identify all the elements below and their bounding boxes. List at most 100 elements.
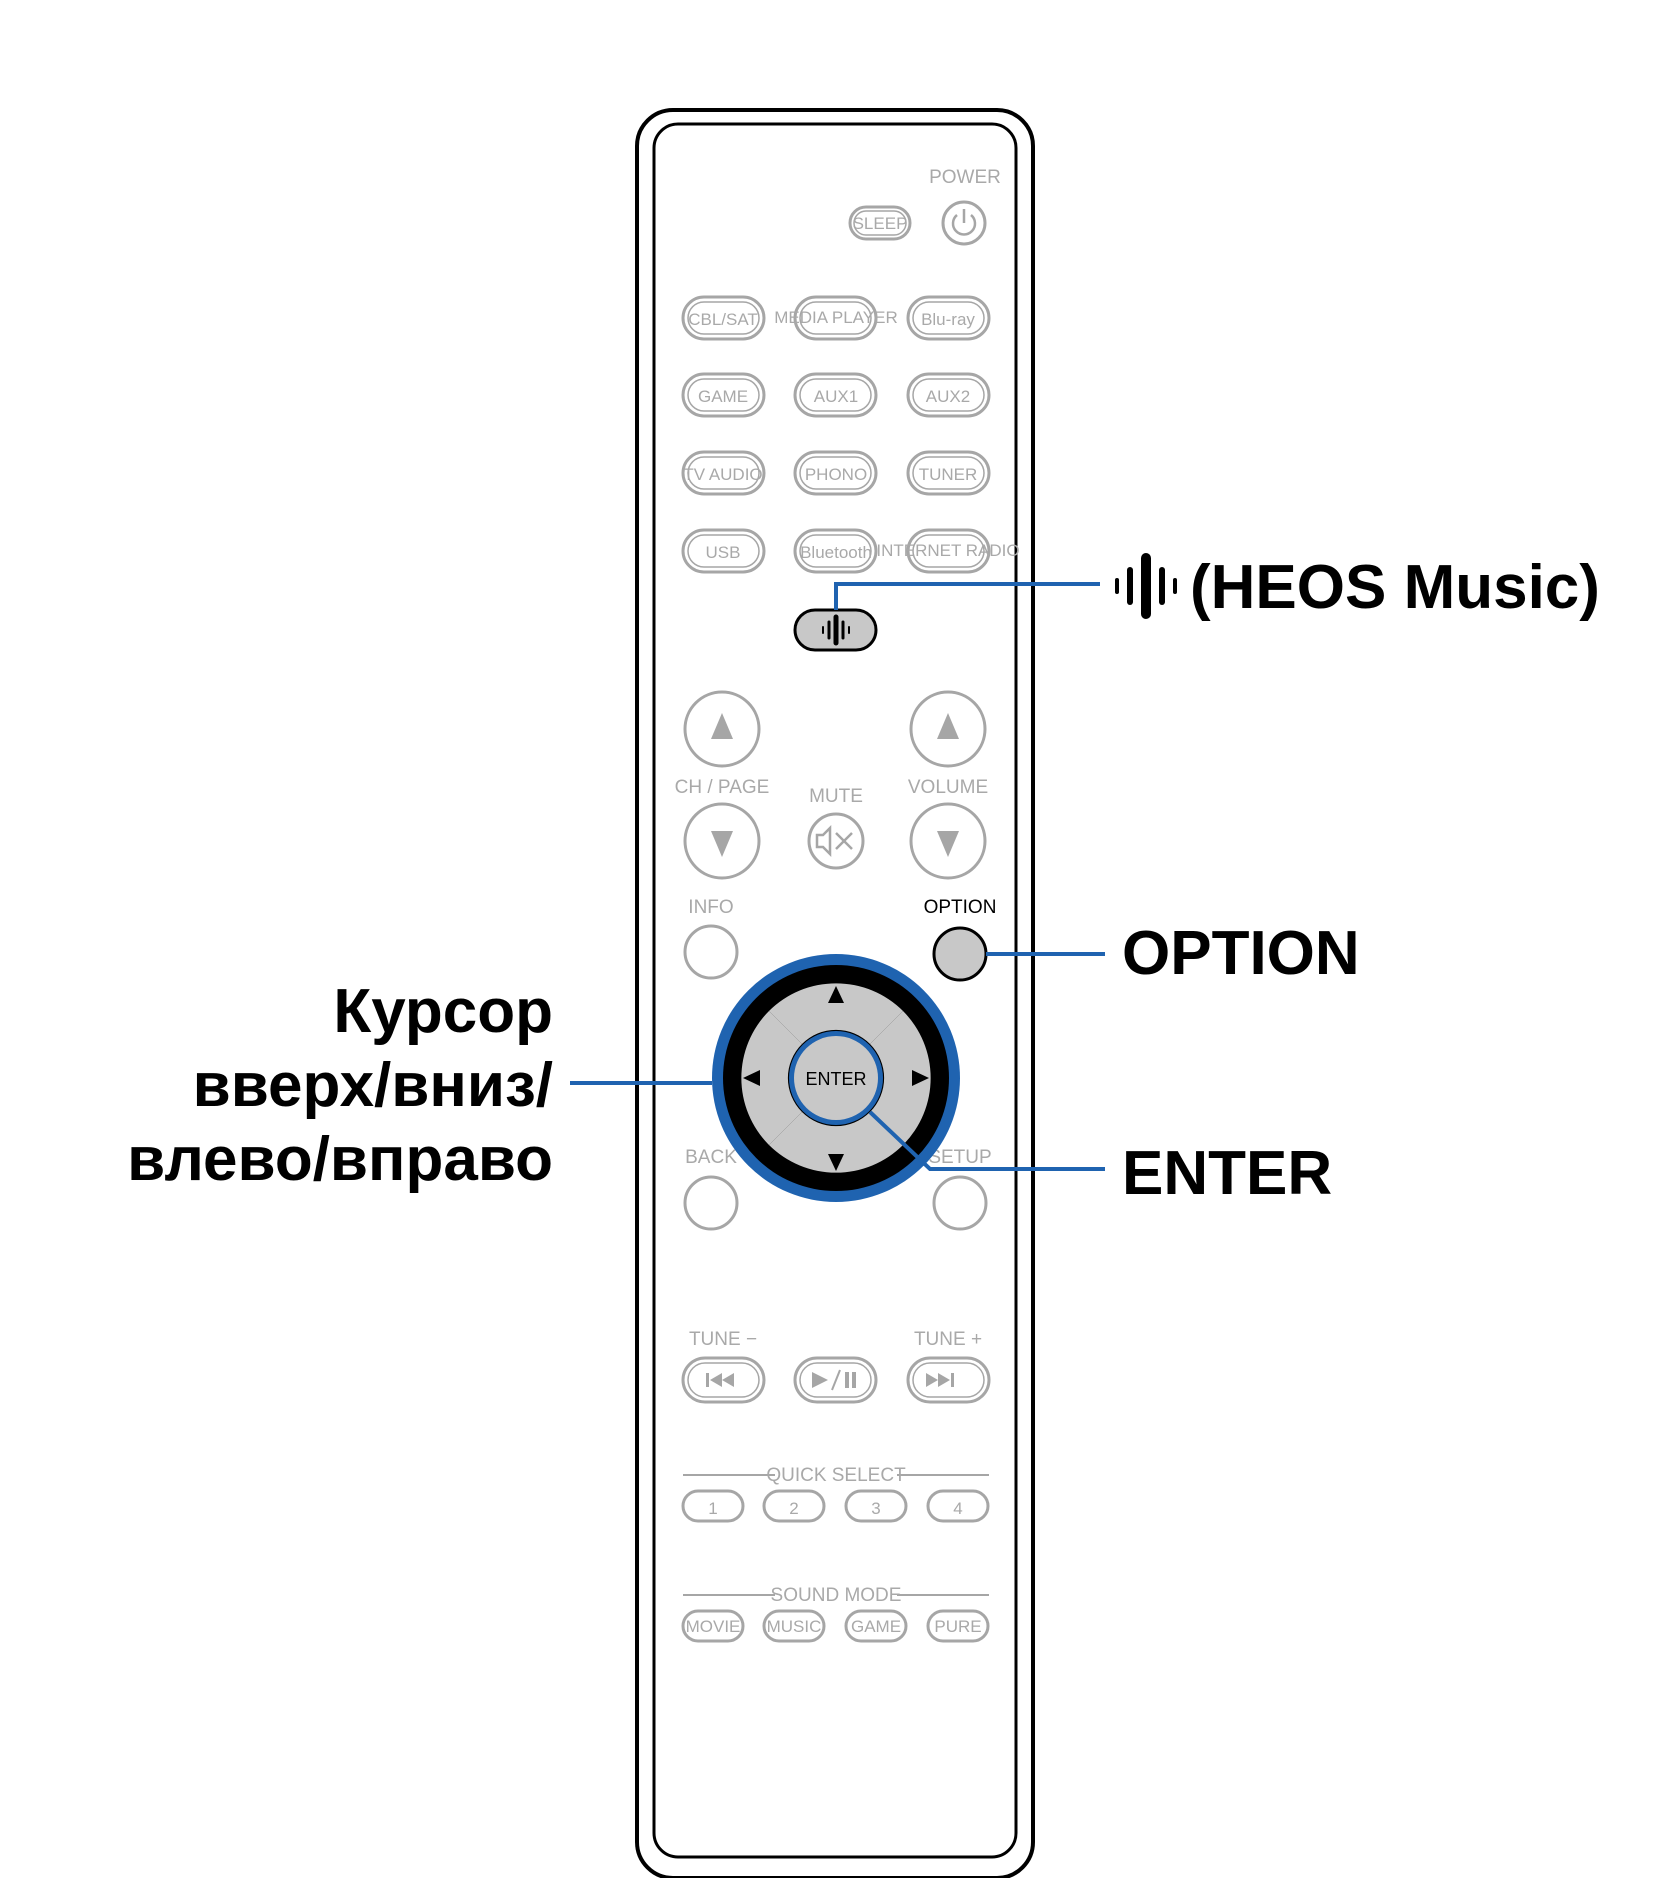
source-button-label: MEDIA PLAYER xyxy=(774,308,897,327)
cursor-up-button[interactable] xyxy=(769,983,903,1044)
volume-down-button[interactable] xyxy=(909,802,987,880)
heos-icon xyxy=(822,614,850,646)
option-callout-label: OPTION xyxy=(1122,919,1360,988)
heos-callout-label: (HEOS Music) xyxy=(1190,553,1600,622)
enter-button-label: ENTER xyxy=(805,1069,866,1089)
source-button-blu-ray[interactable]: Blu-ray xyxy=(906,295,991,341)
cursor-up-icon xyxy=(828,986,844,1003)
quick-select-button-label: 4 xyxy=(953,1499,962,1518)
quick-select-button-1[interactable]: 1 xyxy=(681,1489,745,1523)
back-label: BACK xyxy=(685,1147,737,1168)
source-button-tv-audio[interactable]: TV AUDIO xyxy=(681,450,766,496)
skip-forward-icon xyxy=(926,1373,954,1387)
quick-select-button-2[interactable]: 2 xyxy=(762,1489,826,1523)
setup-button[interactable] xyxy=(932,1175,988,1231)
mute-button[interactable] xyxy=(807,812,865,870)
source-button-label: GAME xyxy=(698,387,748,406)
cursor-right-button[interactable] xyxy=(870,1011,931,1145)
quick-select-label: QUICK SELECT xyxy=(766,1465,906,1486)
cursor-callout-line3: влево/вправо xyxy=(127,1125,553,1194)
triangle-up-icon xyxy=(711,713,733,739)
sleep-button[interactable]: SLEEP xyxy=(848,205,912,241)
sleep-button-label: SLEEP xyxy=(853,214,908,233)
source-button-label: TUNER xyxy=(919,465,978,484)
quick-select-button-3[interactable]: 3 xyxy=(844,1489,908,1523)
volume-up-button[interactable] xyxy=(909,690,987,768)
sound-mode-button-label: MUSIC xyxy=(767,1617,822,1636)
source-button-phono[interactable]: PHONO xyxy=(793,450,878,496)
sound-mode-button-movie[interactable]: MOVIE xyxy=(681,1609,745,1643)
source-button-media-player[interactable]: MEDIA PLAYER xyxy=(774,295,898,341)
power-label: POWER xyxy=(929,167,1001,188)
source-button-game[interactable]: GAME xyxy=(681,372,766,418)
source-button-label: AUX1 xyxy=(814,387,858,406)
tune-minus-label: TUNE − xyxy=(689,1329,757,1350)
info-label: INFO xyxy=(688,897,733,918)
triangle-down-icon xyxy=(937,831,959,857)
play-pause-icon xyxy=(812,1369,856,1391)
source-buttons: CBL/SAT MEDIA PLAYER Blu-ray GAME AUX1 A… xyxy=(681,295,1020,574)
info-button[interactable] xyxy=(683,924,739,980)
source-button-label: INTERNET RADIO xyxy=(876,541,1019,560)
heos-button[interactable] xyxy=(793,608,878,652)
quick-select-button-label: 2 xyxy=(789,1499,798,1518)
source-button-aux1[interactable]: AUX1 xyxy=(793,372,878,418)
heos-leader-line xyxy=(834,582,1100,610)
sound-mode-button-game[interactable]: GAME xyxy=(844,1609,908,1643)
mute-label: MUTE xyxy=(809,786,863,807)
sound-mode-button-label: PURE xyxy=(934,1617,981,1636)
cursor-pad: ENTER xyxy=(712,954,960,1202)
power-button[interactable] xyxy=(941,200,987,246)
skip-back-icon xyxy=(706,1373,734,1387)
ch-page-up-button[interactable] xyxy=(683,690,761,768)
cursor-down-button[interactable] xyxy=(769,1112,903,1173)
sound-mode-button-pure[interactable]: PURE xyxy=(926,1609,990,1643)
source-button-label: PHONO xyxy=(805,465,867,484)
play-pause-button[interactable] xyxy=(793,1356,878,1404)
remote-body-inner xyxy=(652,122,1018,1859)
back-button[interactable] xyxy=(683,1175,739,1231)
source-button-label: AUX2 xyxy=(926,387,970,406)
power-icon xyxy=(951,209,977,236)
quick-select-button-label: 1 xyxy=(708,1499,717,1518)
cursor-left-button[interactable] xyxy=(741,1011,802,1145)
option-button[interactable] xyxy=(932,926,988,982)
setup-label: SETUP xyxy=(928,1147,991,1168)
ch-page-label: CH / PAGE xyxy=(675,777,770,798)
volume-label: VOLUME xyxy=(908,777,988,798)
source-button-aux2[interactable]: AUX2 xyxy=(906,372,991,418)
enter-leader-line xyxy=(868,1110,1105,1171)
source-button-cbl-sat[interactable]: CBL/SAT xyxy=(681,295,766,341)
option-label: OPTION xyxy=(924,897,997,918)
source-button-tuner[interactable]: TUNER xyxy=(906,450,991,496)
ch-page-down-button[interactable] xyxy=(683,802,761,880)
source-button-label: CBL/SAT xyxy=(688,310,758,329)
cursor-down-icon xyxy=(828,1154,844,1171)
cursor-left-icon xyxy=(743,1070,760,1086)
heos-callout-icon xyxy=(1115,553,1177,619)
cursor-right-icon xyxy=(912,1070,929,1086)
quick-select-button-4[interactable]: 4 xyxy=(926,1489,990,1523)
source-button-internet-radio[interactable]: INTERNET RADIO xyxy=(876,528,1020,574)
cursor-callout-line1: Курсор xyxy=(333,977,553,1046)
mute-icon xyxy=(815,824,853,858)
source-button-label: TV AUDIO xyxy=(683,465,762,484)
tune-plus-label: TUNE + xyxy=(914,1329,982,1350)
enter-callout-label: ENTER xyxy=(1122,1139,1332,1208)
triangle-up-icon xyxy=(937,713,959,739)
enter-button[interactable]: ENTER xyxy=(789,1031,883,1125)
sound-mode-button-label: GAME xyxy=(851,1617,901,1636)
sound-mode-label: SOUND MODE xyxy=(771,1585,902,1606)
tune-previous-button[interactable] xyxy=(681,1356,766,1404)
quick-select-button-label: 3 xyxy=(871,1499,880,1518)
sound-mode-button-music[interactable]: MUSIC xyxy=(762,1609,826,1643)
source-button-label: Bluetooth xyxy=(800,543,872,562)
source-button-label: Blu-ray xyxy=(921,310,975,329)
source-button-label: USB xyxy=(706,543,741,562)
source-button-usb[interactable]: USB xyxy=(681,528,766,574)
sound-mode-button-label: MOVIE xyxy=(686,1617,741,1636)
tune-next-button[interactable] xyxy=(906,1356,991,1404)
source-button-bluetooth[interactable]: Bluetooth xyxy=(793,528,878,574)
cursor-callout-line2: вверх/вниз/ xyxy=(193,1051,553,1120)
